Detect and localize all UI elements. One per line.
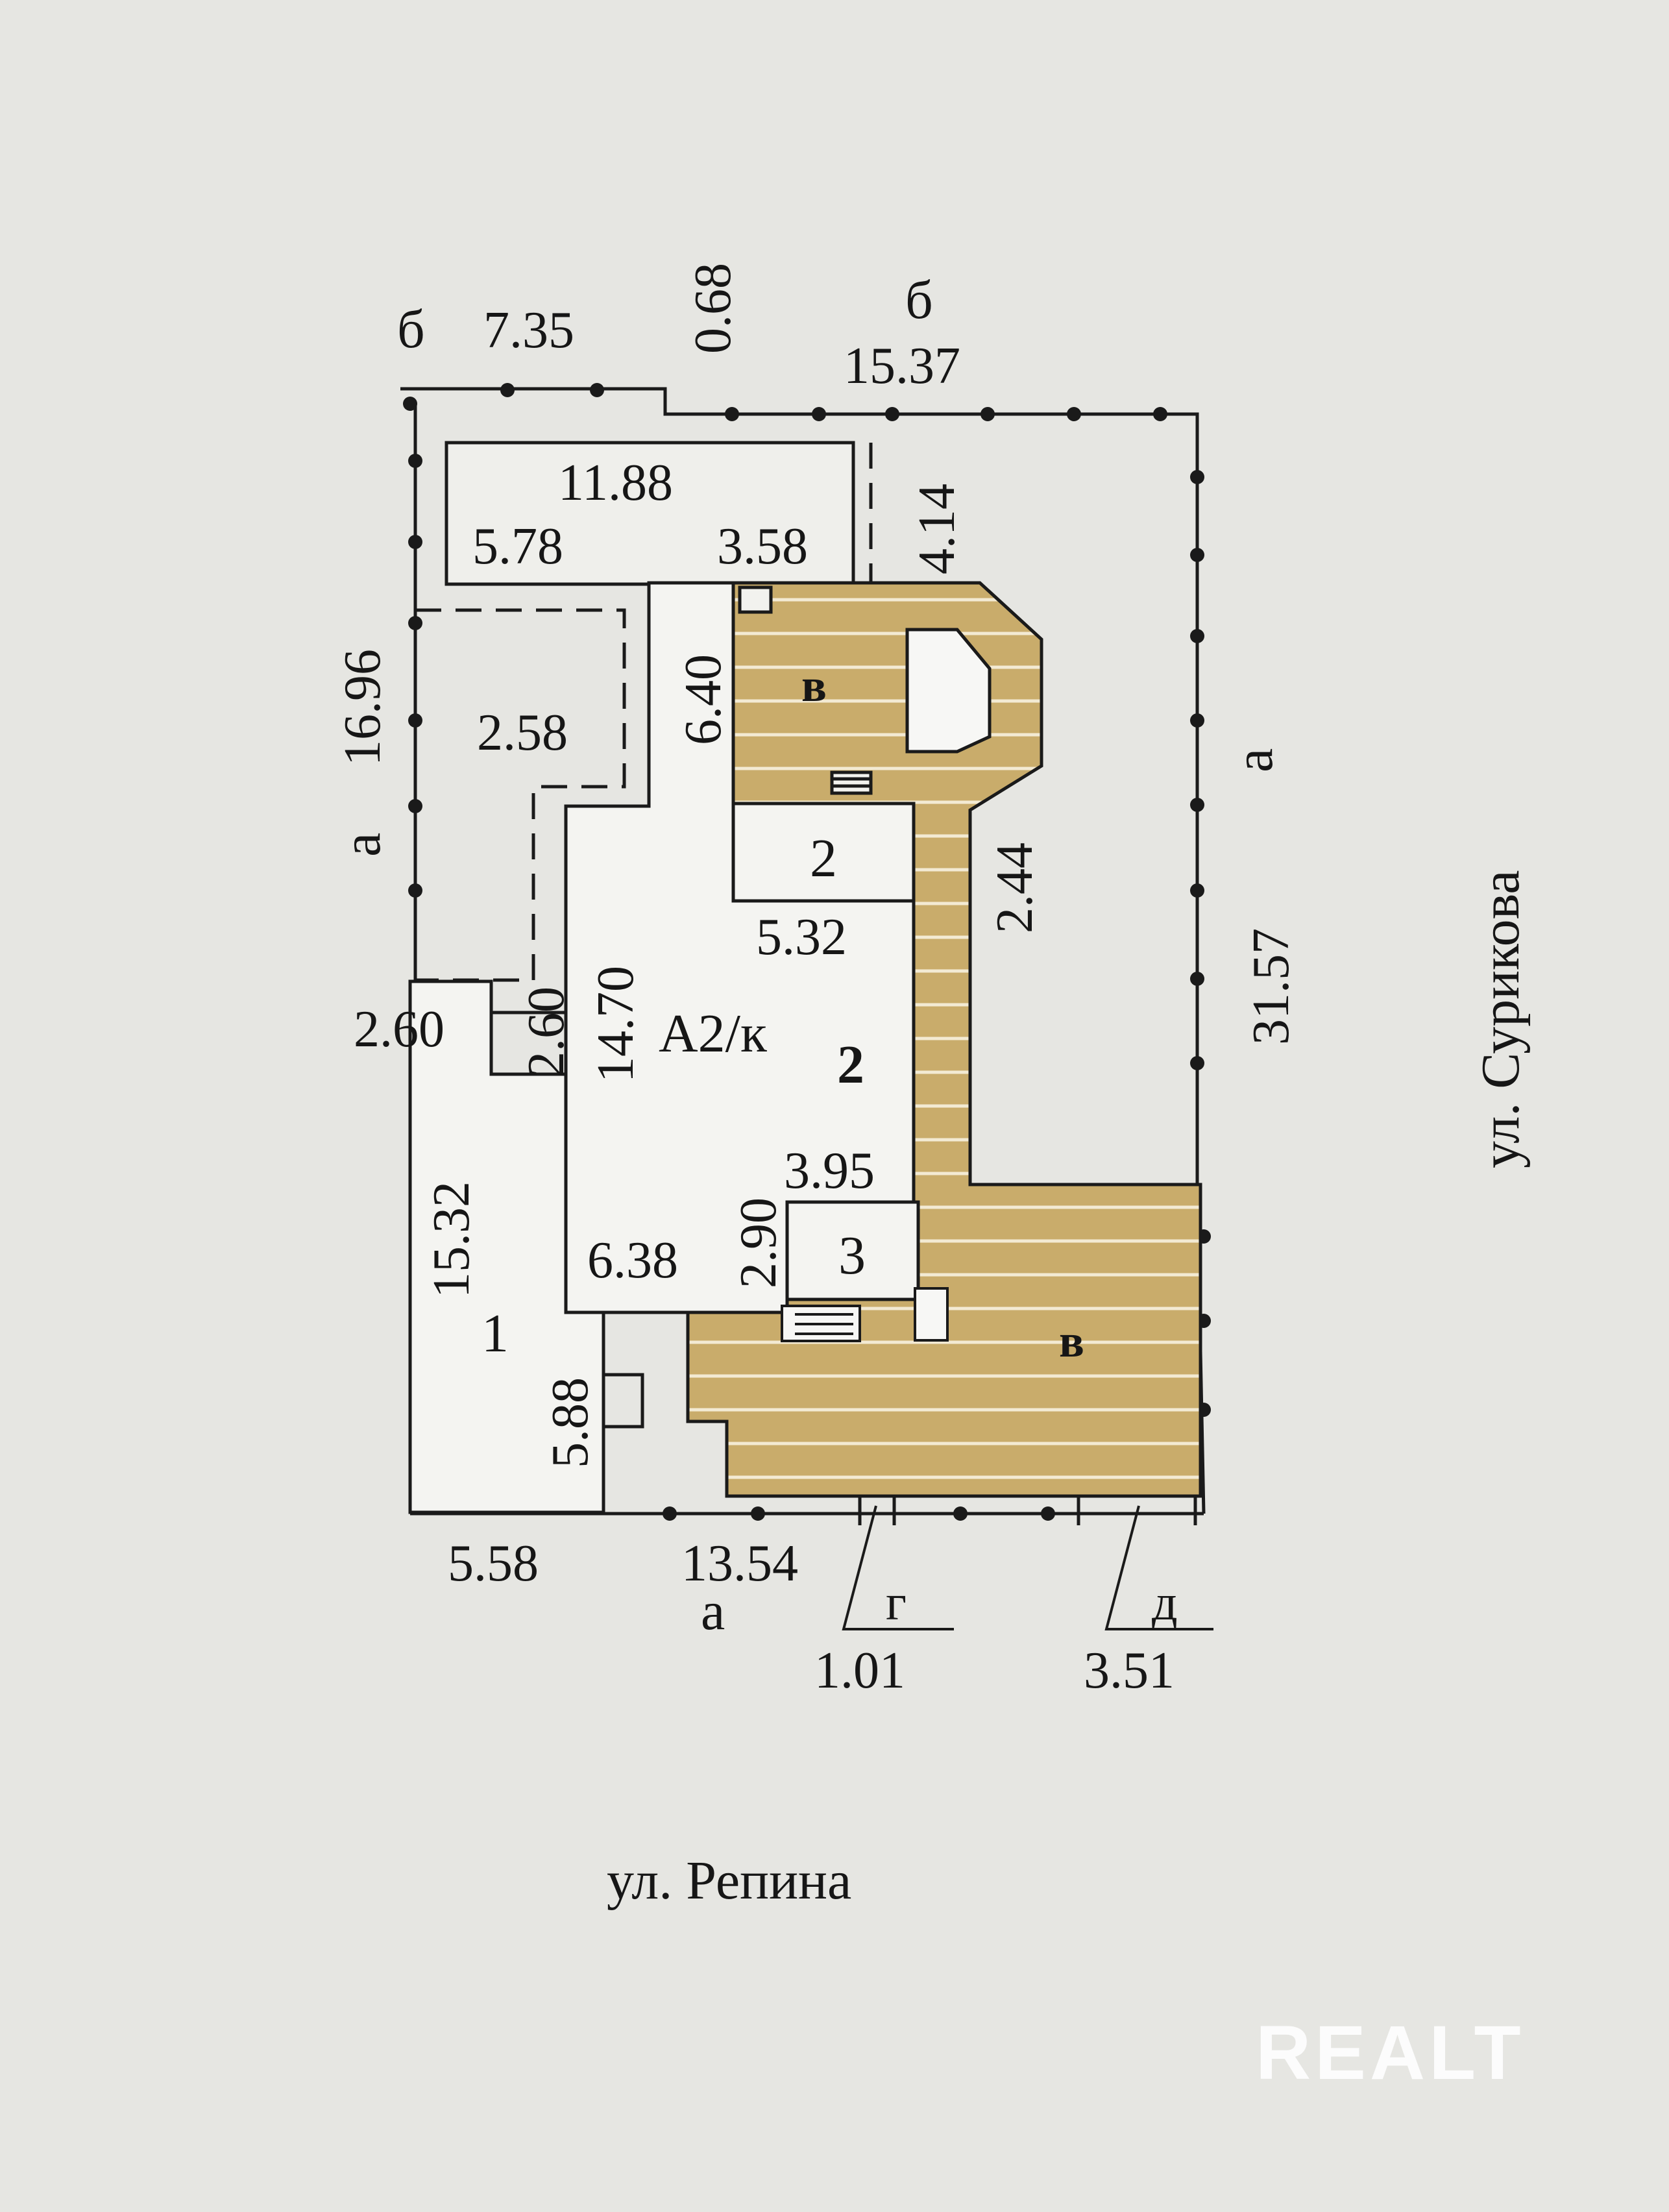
dim-room2: 5.32 [756, 909, 847, 966]
dim-main-height: 14.70 [587, 966, 644, 1083]
dim-gate-g: 1.01 [814, 1642, 905, 1699]
dim-right-side: 31.57 [1243, 928, 1300, 1045]
dimension-labels: 7.35 0.68 15.37 16.96 31.57 11.88 5.78 3… [334, 263, 1300, 1699]
fence-left-label: а [332, 833, 392, 857]
dim-annex-lower-right: 3.58 [717, 518, 808, 575]
dim-bottom-left: 5.58 [448, 1535, 539, 1592]
dim-left-upper: 16.96 [334, 649, 391, 766]
street-right: ул. Сурикова [1470, 870, 1531, 1169]
notch [489, 981, 568, 1076]
dim-top-left: 7.35 [483, 302, 574, 359]
fence-right-label: а [1224, 748, 1284, 772]
dim-dashed: 2.58 [477, 704, 568, 761]
dashed-outline [415, 608, 626, 982]
room-3 [785, 1200, 920, 1301]
dim-left-room-bottom: 5.88 [542, 1377, 599, 1468]
dim-right-gap: 4.14 [908, 484, 966, 574]
dim-top-jog: 0.68 [685, 263, 742, 354]
building-class-label: А2/к [659, 1003, 767, 1064]
dim-notch-height: 2.60 [518, 987, 575, 1077]
room-1-label: 1 [481, 1303, 509, 1364]
veranda-lower-label: в [1059, 1315, 1084, 1367]
dim-corridor: 2.44 [986, 842, 1043, 933]
dim-room3-width: 3.95 [784, 1142, 875, 1199]
fence-posts [403, 383, 1211, 1521]
fence-bottom-label: а [701, 1581, 725, 1641]
dim-annex-lower-left: 5.78 [472, 518, 563, 575]
street-bottom: ул. Репина [607, 1850, 851, 1911]
chimney-mark [603, 1373, 644, 1429]
watermark-logo: REALT [1256, 2010, 1525, 2096]
room-3-label: 3 [838, 1225, 866, 1286]
dim-main-bottom: 6.38 [587, 1232, 678, 1289]
stairs [781, 1287, 949, 1342]
dim-gate-d: 3.51 [1084, 1642, 1175, 1699]
dim-bottom-right: 13.54 [681, 1535, 798, 1592]
gate-ticks [858, 1493, 1197, 1525]
dim-notch-width: 2.60 [354, 1001, 445, 1058]
dim-tower: 6.40 [675, 654, 732, 745]
fence-top-left-label: б [397, 299, 425, 360]
fence-top-right-label: б [905, 270, 933, 330]
dim-annex-top: 11.88 [558, 454, 673, 511]
dim-room3-height: 2.90 [730, 1198, 787, 1288]
room-labels: А2/к 2 2 3 1 в в б б а а а г д [332, 270, 1284, 1641]
dim-top-right: 15.37 [844, 338, 960, 395]
floors-main-label: 2 [837, 1035, 864, 1095]
gate-leaders [842, 1505, 1213, 1630]
room-2-label: 2 [810, 828, 837, 889]
dim-left-room: 15.32 [423, 1181, 480, 1298]
gate-d-label: д [1152, 1574, 1178, 1630]
veranda-upper-label: в [801, 659, 827, 711]
gate-g-label: г [886, 1574, 907, 1630]
